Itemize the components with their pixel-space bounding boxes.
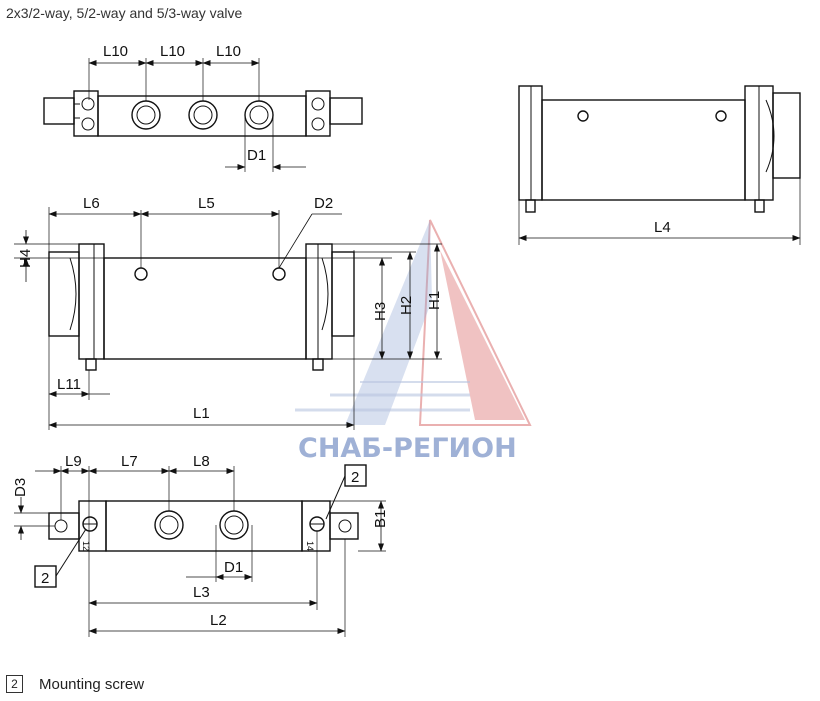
dim-label-L3: L3: [193, 584, 210, 601]
dim-label-D2: D2: [314, 195, 333, 212]
dim-label-L5: L5: [198, 195, 215, 212]
dim-label-D1-bottom: D1: [224, 559, 243, 576]
dim-label-L11: L11: [57, 376, 81, 393]
callout-2-top: 2: [351, 469, 359, 486]
page-title: 2x3/2-way, 5/2-way and 5/3-way valve: [6, 5, 243, 21]
dim-label-H2: H2: [398, 296, 415, 315]
legend-text: Mounting screw: [39, 675, 145, 693]
legend: 2 Mounting screw: [6, 675, 144, 693]
dim-label-L2: L2: [210, 612, 227, 629]
dim-label-L10-a: L10: [103, 43, 128, 60]
dim-label-H3: H3: [372, 302, 389, 321]
dim-label-L9: L9: [65, 453, 82, 470]
dim-label-D3: D3: [12, 478, 29, 497]
dim-label-B1: B1: [372, 510, 389, 528]
dim-label-L10-c: L10: [216, 43, 241, 60]
dim-label-L8: L8: [193, 453, 210, 470]
dim-label-L7: L7: [121, 453, 138, 470]
dim-label-L4: L4: [654, 219, 671, 236]
dim-label-L1: L1: [193, 405, 210, 422]
dim-label-D1-top: D1: [247, 147, 266, 164]
dim-label-L6: L6: [83, 195, 100, 212]
watermark-text: СНАБ-РЕГИОН: [298, 433, 517, 464]
legend-ref-box: 2: [6, 675, 23, 693]
watermark-logo: СНАБ-РЕГИОН: [295, 219, 532, 464]
port-mark-right: 14: [305, 541, 315, 551]
top-view: L10 L10 L10 D1: [43, 43, 363, 172]
side-view: L4: [518, 85, 801, 245]
port-mark-left: 12: [81, 541, 91, 551]
bottom-view: 12 14 L9: [12, 453, 389, 637]
front-view: L6 L5 D2 H4 H3 H2 H1 L11 L1: [14, 195, 443, 430]
callout-2-bottom: 2: [41, 570, 49, 587]
dim-label-H4: H4: [17, 249, 34, 268]
dim-label-H1: H1: [426, 291, 443, 310]
dim-label-L10-b: L10: [160, 43, 185, 60]
